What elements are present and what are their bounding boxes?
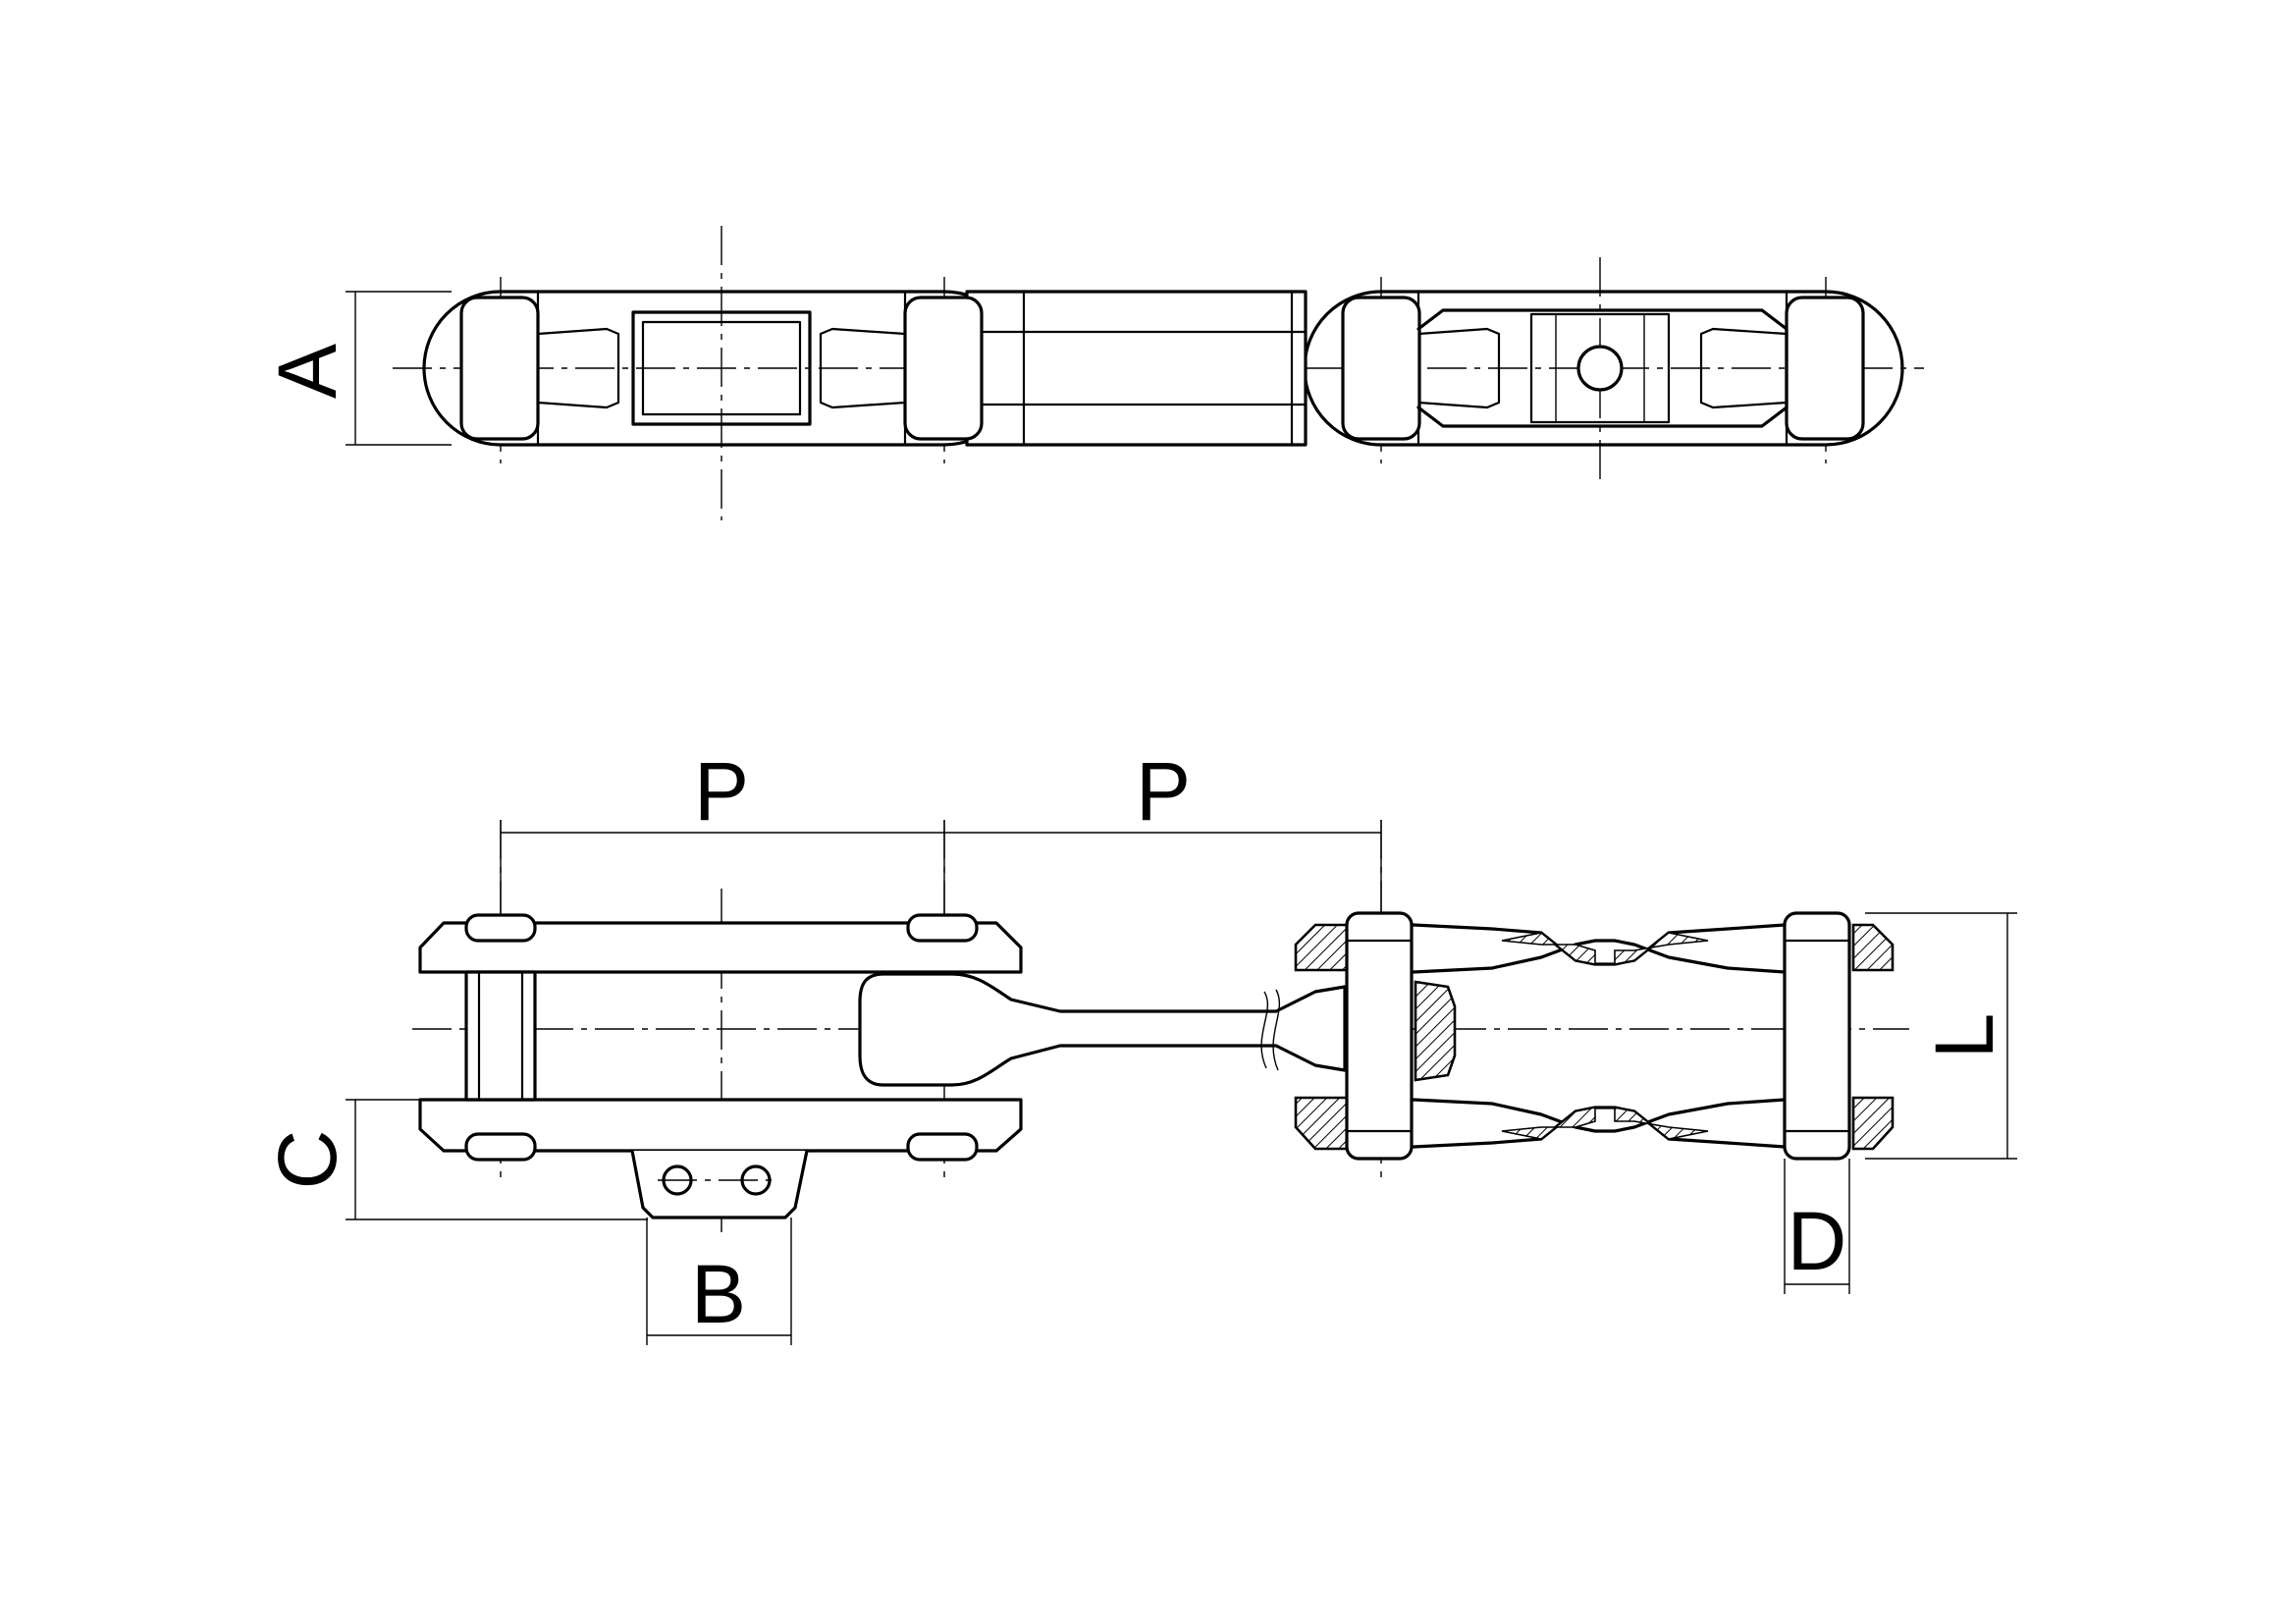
dim-label-d: D xyxy=(1788,1195,1847,1287)
top-view-pin-roller-4 xyxy=(1785,296,1865,441)
bottom-view-pin-4 xyxy=(1783,911,1851,1161)
bottom-view-attachment-bracket xyxy=(630,1149,809,1219)
bottom-view-break-line-1 xyxy=(1260,991,1269,1069)
top-view-right-bar-1 xyxy=(1417,327,1501,409)
bottom-view-bent-plate-top-hatch-2 xyxy=(1614,932,1709,965)
bottom-view-section-center xyxy=(1414,980,1457,1082)
top-view-left-window-inner xyxy=(641,320,802,416)
bottom-view-pin-head-2-bottom xyxy=(906,1132,979,1162)
top-view-right-bar-2 xyxy=(1699,327,1788,409)
dim-label-b: B xyxy=(691,1248,746,1340)
bottom-view-left-bottom-plate xyxy=(418,1098,1023,1153)
top-view-left-bar-1 xyxy=(537,327,620,409)
top-view-middle-link xyxy=(965,290,1308,447)
bottom-view-pin-head-2-top xyxy=(906,913,979,943)
bottom-view-pin-head-1-bottom xyxy=(464,1132,537,1162)
top-view-outer-link-right xyxy=(1303,290,1904,447)
bottom-view-pin-head-1-top xyxy=(464,913,537,943)
bottom-view-bent-plate-bottom-hatch xyxy=(1501,1107,1596,1140)
bottom-view-pin-3 xyxy=(1345,911,1414,1161)
bottom-view-break-line-2 xyxy=(1272,989,1281,1071)
bottom-view: P P L C B D xyxy=(261,745,2017,1345)
dim-label-a: A xyxy=(261,344,353,399)
top-view-pin-roller-2 xyxy=(903,296,984,441)
top-view-left-bar-2 xyxy=(819,327,906,409)
bottom-view-left-top-plate xyxy=(418,921,1023,974)
top-view: A xyxy=(261,226,1924,520)
bottom-view-bent-plate-bottom-outer xyxy=(1412,1106,1787,1149)
top-view-right-boss-hole xyxy=(1576,345,1624,392)
bottom-view-section-bottom-right xyxy=(1851,1096,1895,1151)
dim-label-l: L xyxy=(1918,1013,2010,1059)
bottom-view-section-top-right xyxy=(1851,923,1895,972)
top-view-pin-roller-1 xyxy=(459,296,540,441)
bottom-view-middle-link xyxy=(858,972,1347,1087)
dim-label-p-2: P xyxy=(1136,745,1191,838)
top-view-right-boss xyxy=(1416,308,1789,428)
bottom-view-bent-plate-top-outer xyxy=(1412,923,1787,966)
bottom-view-bent-plate-top-inner xyxy=(1412,939,1787,974)
bottom-view-bent-plate-top-hatch xyxy=(1501,932,1596,965)
top-view-right-boss-inner xyxy=(1529,312,1671,424)
dim-label-c: C xyxy=(261,1130,353,1190)
dim-label-p-1: P xyxy=(694,745,749,838)
bottom-view-bent-plate-bottom-inner xyxy=(1412,1098,1787,1133)
bottom-view-pin-1 xyxy=(464,970,537,1102)
bottom-view-bent-plate-bottom-hatch-2 xyxy=(1614,1107,1709,1140)
bottom-view-section-top-left xyxy=(1294,923,1349,972)
top-view-pin-roller-3 xyxy=(1341,296,1421,441)
top-view-left-window-outer xyxy=(631,310,812,426)
bottom-view-section-bottom-left xyxy=(1294,1096,1349,1151)
